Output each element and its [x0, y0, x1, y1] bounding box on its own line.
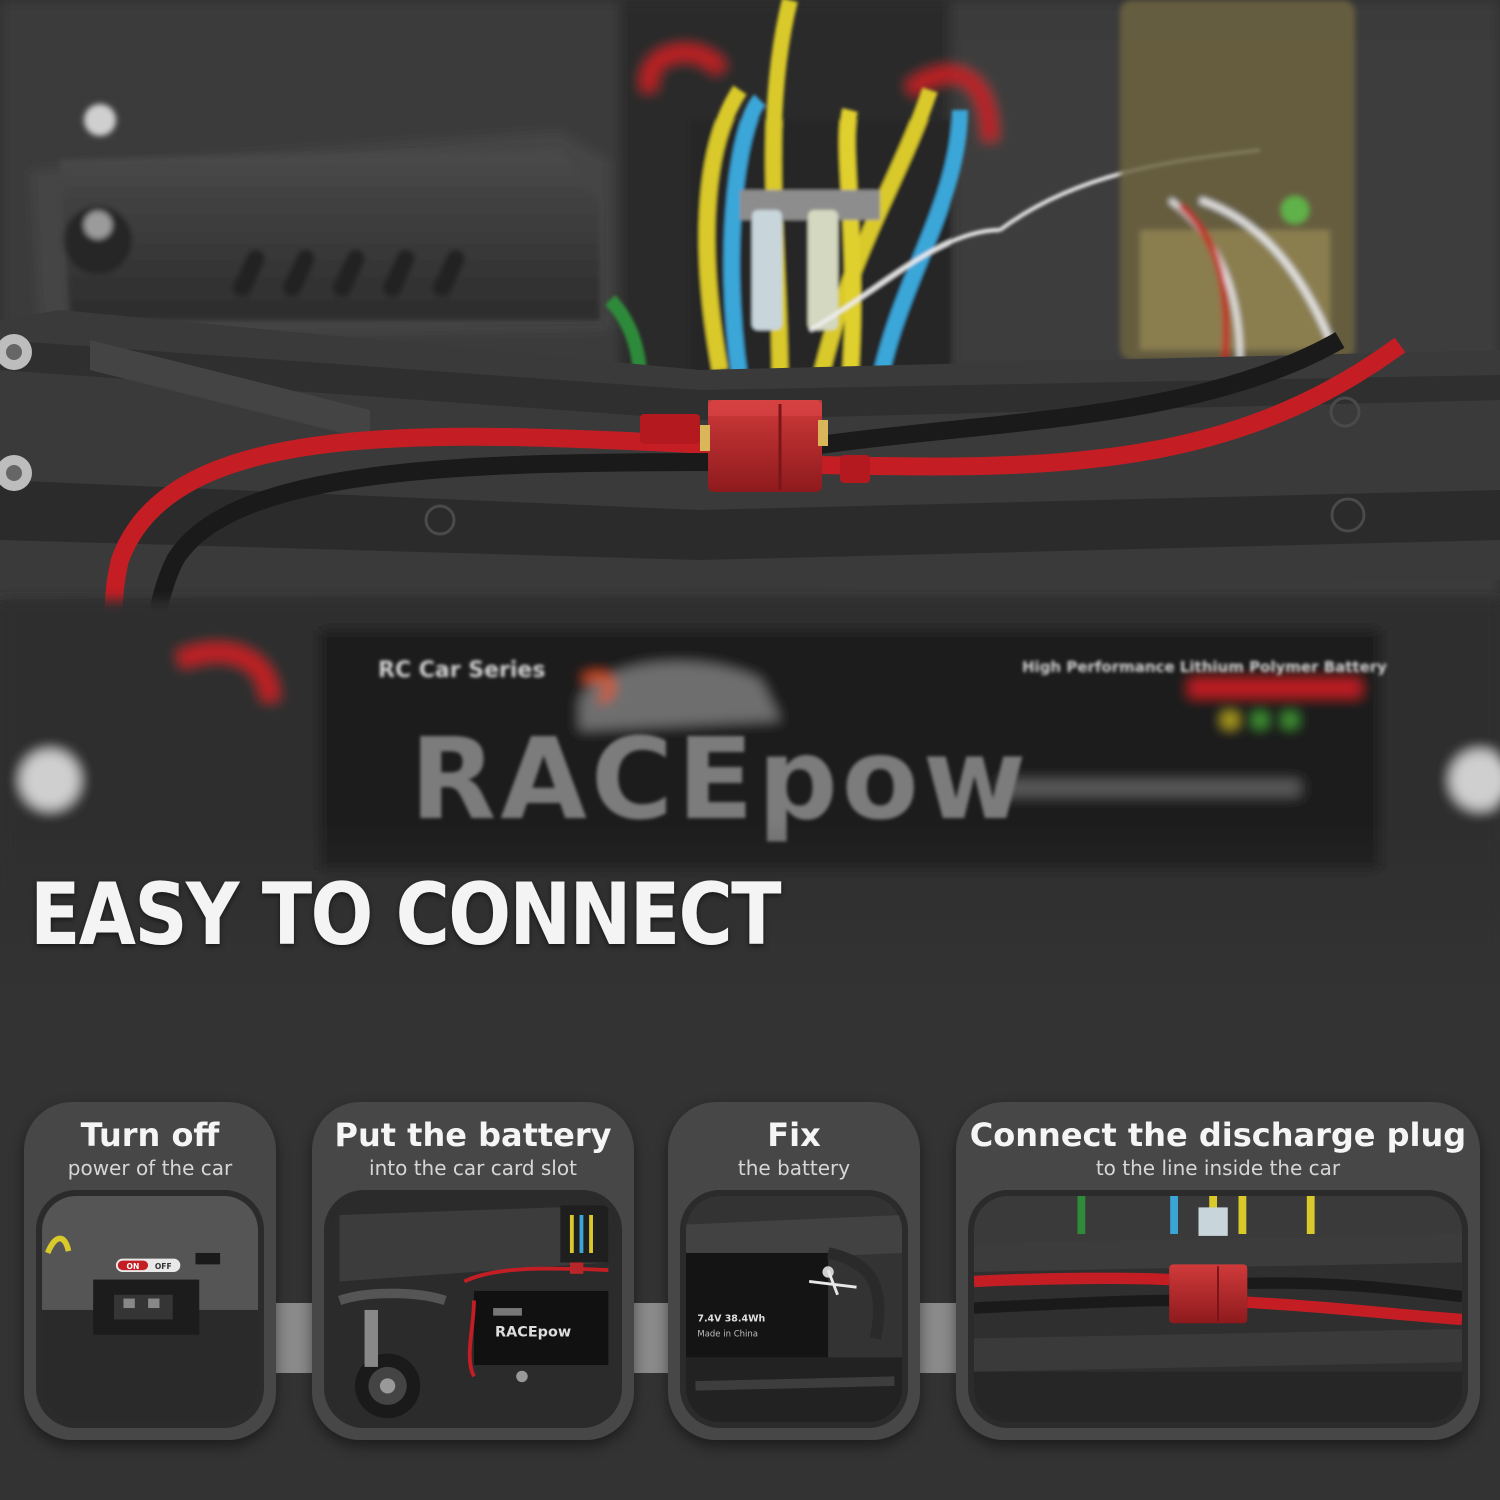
- step-subtitle: the battery: [737, 1156, 851, 1180]
- step-title: Connect the discharge plug: [969, 1116, 1467, 1154]
- battery-series-label: RC Car Series: [378, 658, 545, 683]
- step-connector: [270, 1303, 320, 1373]
- vented-cover-plate: [60, 104, 600, 320]
- step-title: Turn off: [80, 1116, 220, 1154]
- receiver-module: [1120, 0, 1355, 361]
- step-card-connect-plug: Connect the discharge plug to the line i…: [956, 1102, 1480, 1440]
- rc-chassis-illustration: RC Car Series High Performance Lithium P…: [0, 0, 1500, 1000]
- step-card-fix-battery: Fix the battery 7.4V 38.4Wh Made in Chin…: [668, 1102, 920, 1440]
- battery-tagline-label: High Performance Lithium Polymer Battery: [1022, 658, 1387, 676]
- step-subtitle: into the car card slot: [369, 1156, 577, 1180]
- step-image-battery-strap: 7.4V 38.4Wh Made in China: [680, 1190, 908, 1428]
- step-card-turn-off: Turn off power of the car ON OFF: [24, 1102, 276, 1440]
- step-image-discharge-plug: [968, 1190, 1468, 1428]
- step-title: Put the battery: [334, 1116, 612, 1154]
- step-image-battery-slot: RACEpow: [324, 1190, 622, 1428]
- hero-illustration: RC Car Series High Performance Lithium P…: [0, 0, 1500, 1000]
- step-subtitle: to the line inside the car: [1095, 1156, 1341, 1180]
- deans-connector: [700, 400, 828, 492]
- headline: EASY TO CONNECT: [30, 865, 782, 965]
- motor-wire-bundle: [604, 0, 1261, 382]
- step-image-power-switch: ON OFF: [36, 1190, 264, 1428]
- step-subtitle: power of the car: [67, 1156, 233, 1180]
- step-battery-made-in: Made in China: [697, 1330, 758, 1340]
- switch-off-label: OFF: [155, 1262, 172, 1271]
- switch-on-label: ON: [127, 1262, 140, 1271]
- step-battery-brand: RACEpow: [495, 1325, 571, 1341]
- step-title: Fix: [767, 1116, 821, 1154]
- step-battery-specs: 7.4V 38.4Wh: [697, 1313, 765, 1324]
- step-card-put-battery: Put the battery into the car card slot R…: [312, 1102, 634, 1440]
